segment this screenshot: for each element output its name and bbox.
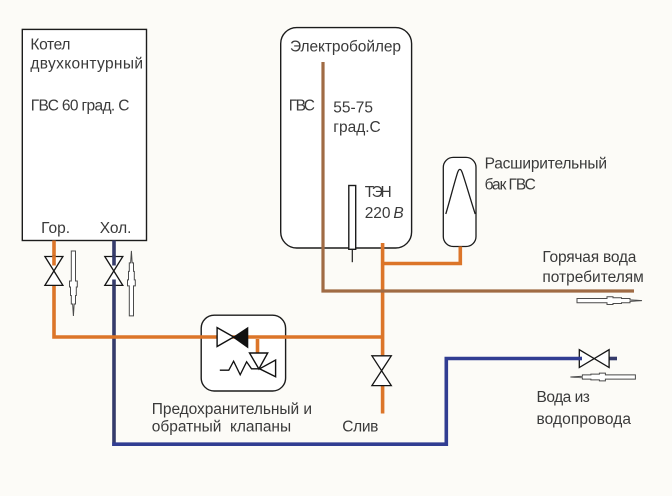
svg-text:Вода из: Вода из <box>537 389 590 406</box>
svg-text:55-75: 55-75 <box>333 99 373 116</box>
svg-text:Горячая вода: Горячая вода <box>542 249 636 266</box>
svg-text:потребителям: потребителям <box>542 269 643 286</box>
svg-text:ТЭН: ТЭН <box>365 184 392 201</box>
svg-text:Гор.: Гор. <box>41 220 70 237</box>
svg-text:водопровода: водопровода <box>537 411 632 428</box>
svg-text:обратный клапаны: обратный клапаны <box>152 418 291 435</box>
svg-text:ГВС: ГВС <box>289 97 315 114</box>
svg-text:Слив: Слив <box>342 418 378 435</box>
svg-text:Хол.: Хол. <box>100 220 132 237</box>
svg-text:В: В <box>393 205 403 222</box>
svg-text:Предохранительный и: Предохранительный и <box>152 401 312 418</box>
svg-text:220: 220 <box>365 205 391 222</box>
svg-text:двухконтурный: двухконтурный <box>30 56 143 73</box>
svg-text:ГВС 60 град. С: ГВС 60 град. С <box>31 97 130 114</box>
svg-text:град.С: град.С <box>333 119 380 136</box>
svg-text:Котел: Котел <box>30 36 70 53</box>
svg-text:Электробойлер: Электробойлер <box>290 38 401 55</box>
svg-text:Расширительный: Расширительный <box>485 156 607 173</box>
svg-text:бак ГВС: бак ГВС <box>485 177 536 194</box>
